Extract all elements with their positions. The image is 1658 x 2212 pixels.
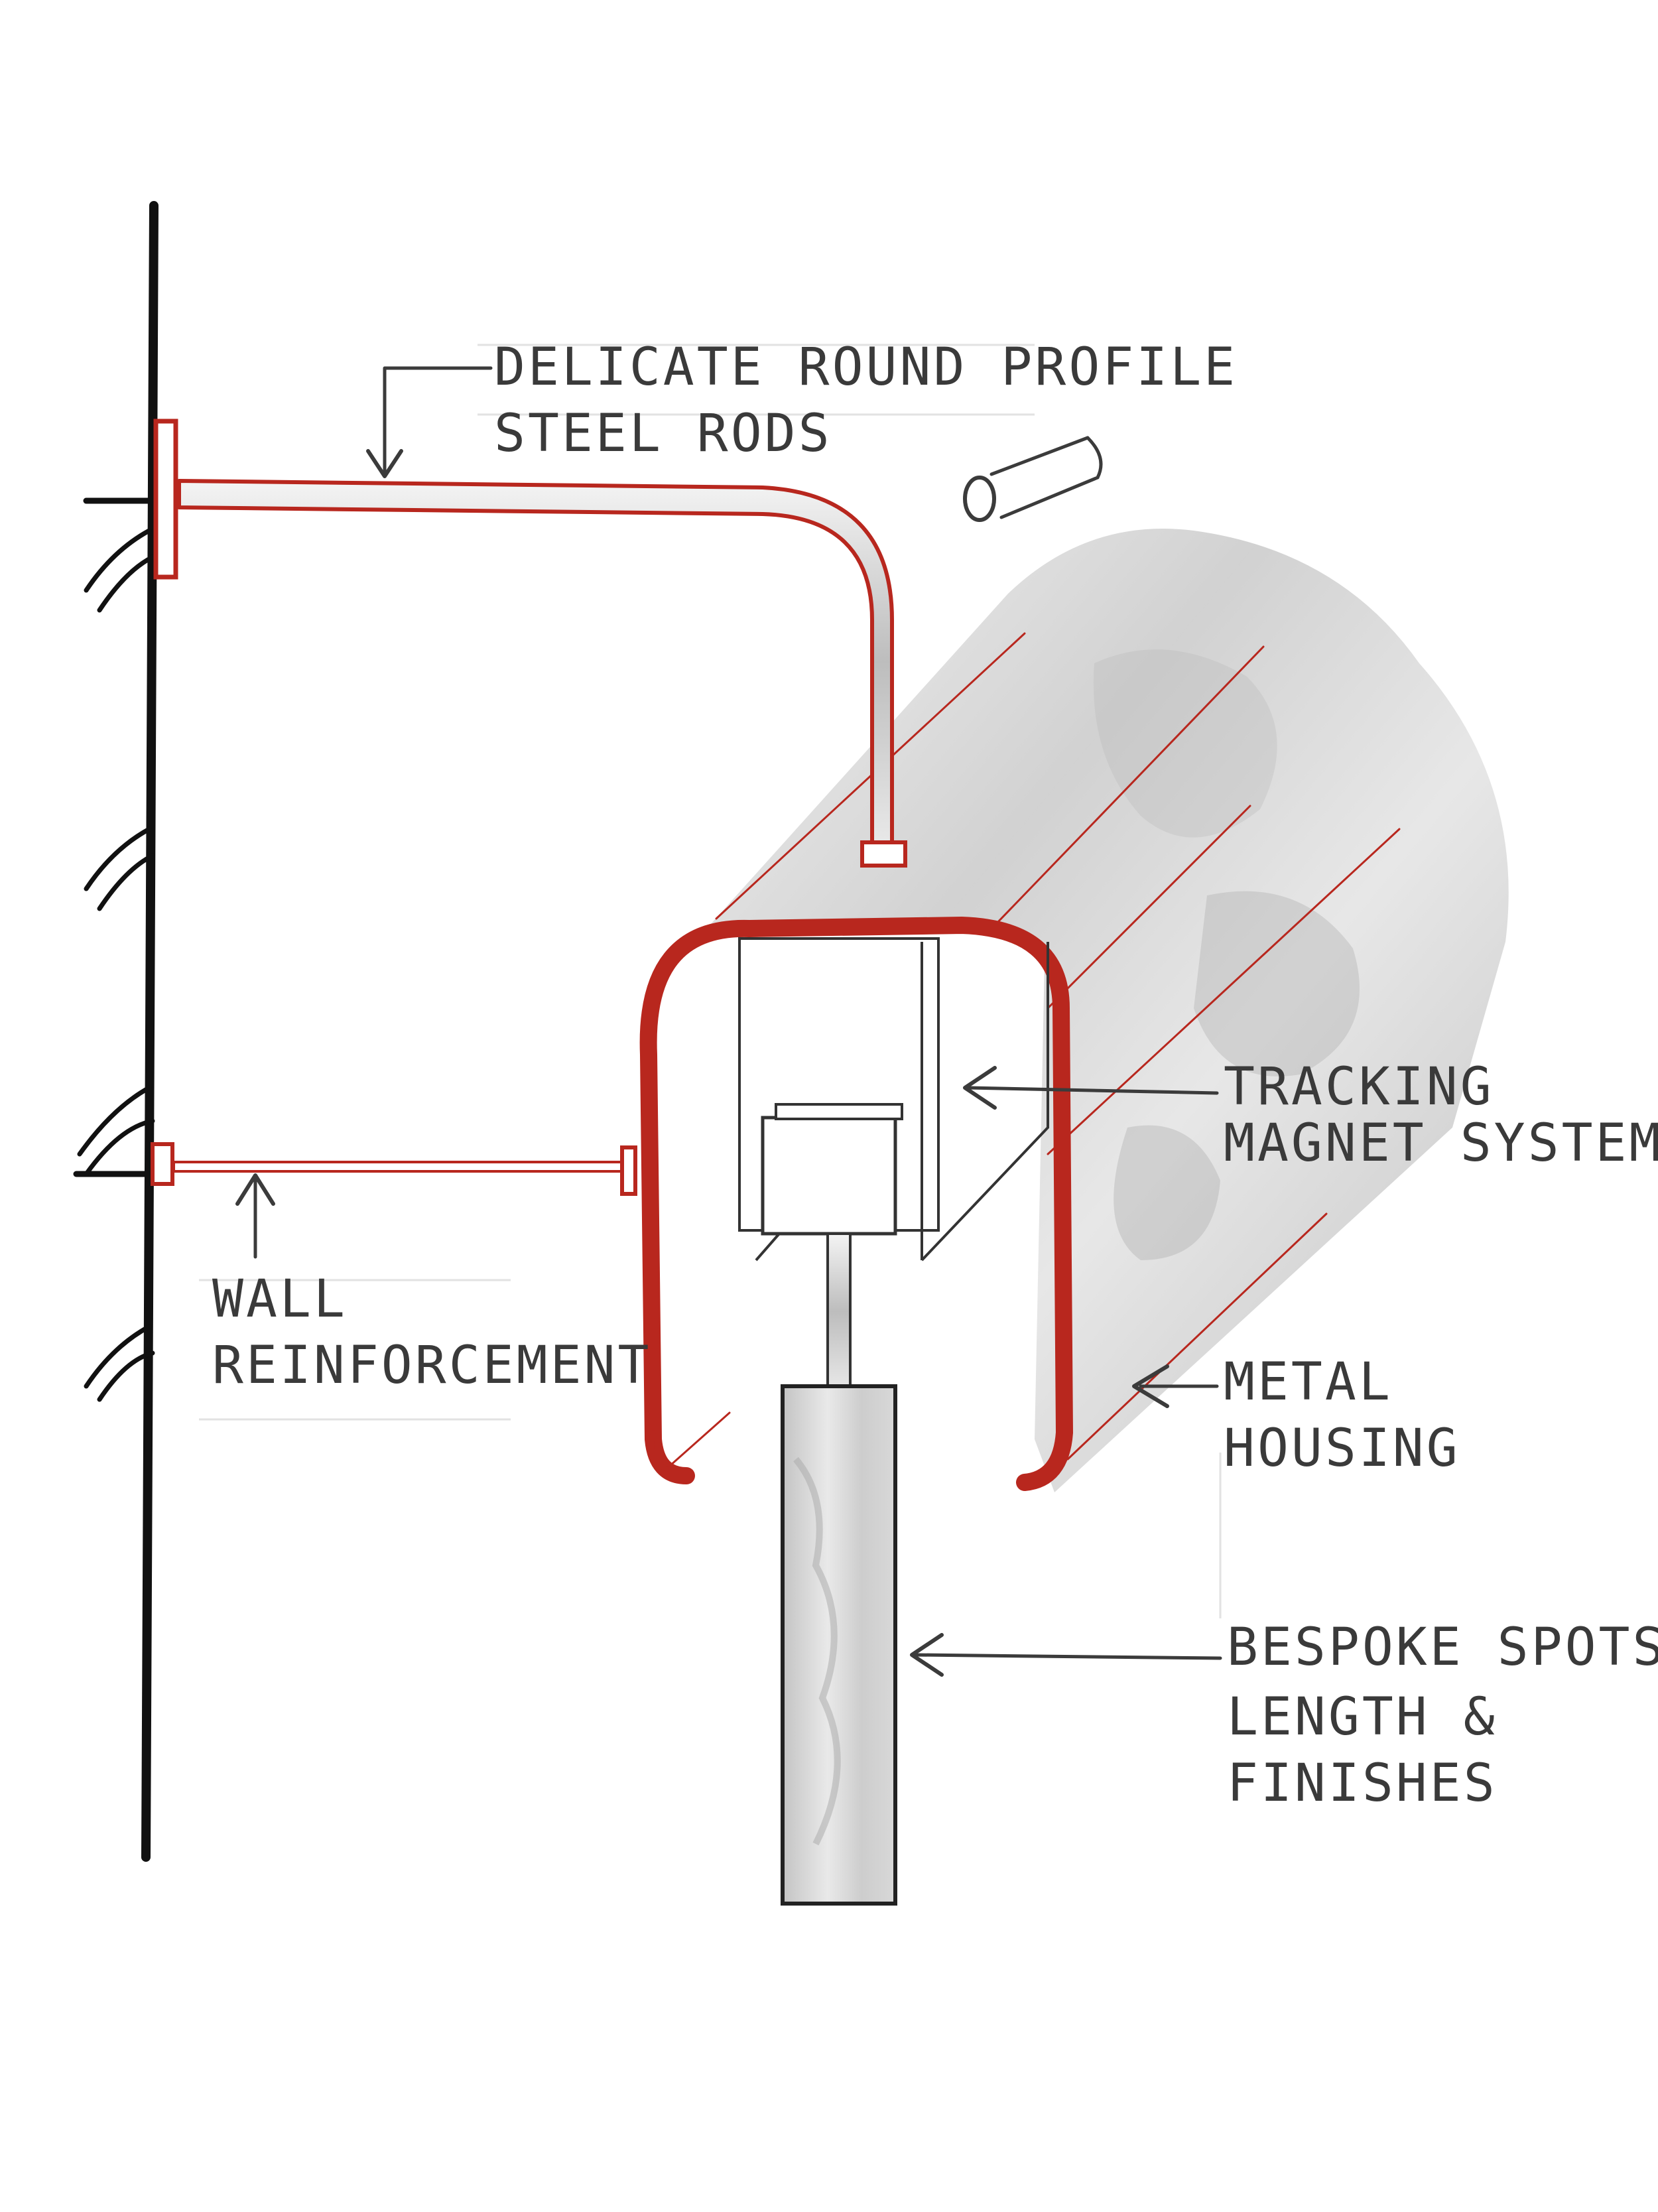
spots-label-line3: FINISHES bbox=[1227, 1754, 1498, 1813]
spots-label-line1: BESPOKE SPOTS bbox=[1227, 1618, 1658, 1677]
housing-label-line1: METAL bbox=[1224, 1352, 1393, 1412]
wall-label-line2: REINFORCEMENT bbox=[212, 1336, 651, 1396]
metal-housing-profile bbox=[639, 917, 1073, 1491]
tracking-label-line1: TRACKING bbox=[1224, 1057, 1494, 1117]
bespoke-spot bbox=[781, 1384, 897, 1906]
rods-label-line2: STEEL RODS bbox=[494, 404, 832, 464]
rods-label-line1: DELICATE ROUND PROFILE bbox=[494, 338, 1238, 397]
housing-extrusion bbox=[669, 529, 1509, 1492]
annotation-spots: BESPOKE SPOTS LENGTH & FINISHES bbox=[1227, 1618, 1658, 1813]
wall-reinforcement-rod bbox=[151, 1142, 637, 1196]
annotation-tracking: TRACKING MAGNET SYSTEM bbox=[1224, 1057, 1658, 1173]
rod-profile-icon bbox=[963, 436, 1103, 522]
tracking-magnet-system bbox=[738, 937, 1049, 1391]
wall-label-line1: WALL bbox=[212, 1269, 348, 1329]
annotation-housing: METAL HOUSING bbox=[1224, 1352, 1460, 1478]
tracking-label-line2: MAGNET SYSTEM bbox=[1224, 1114, 1658, 1173]
guide-lines bbox=[199, 344, 1222, 1618]
steel-rod-bracket bbox=[153, 419, 907, 868]
annotation-rods: DELICATE ROUND PROFILE STEEL RODS bbox=[494, 338, 1238, 464]
annotation-wall: WALL REINFORCEMENT bbox=[212, 1269, 651, 1396]
leader-lines bbox=[235, 366, 1222, 1677]
spots-label-line2: LENGTH & bbox=[1227, 1687, 1498, 1747]
housing-label-line2: HOUSING bbox=[1224, 1419, 1460, 1478]
